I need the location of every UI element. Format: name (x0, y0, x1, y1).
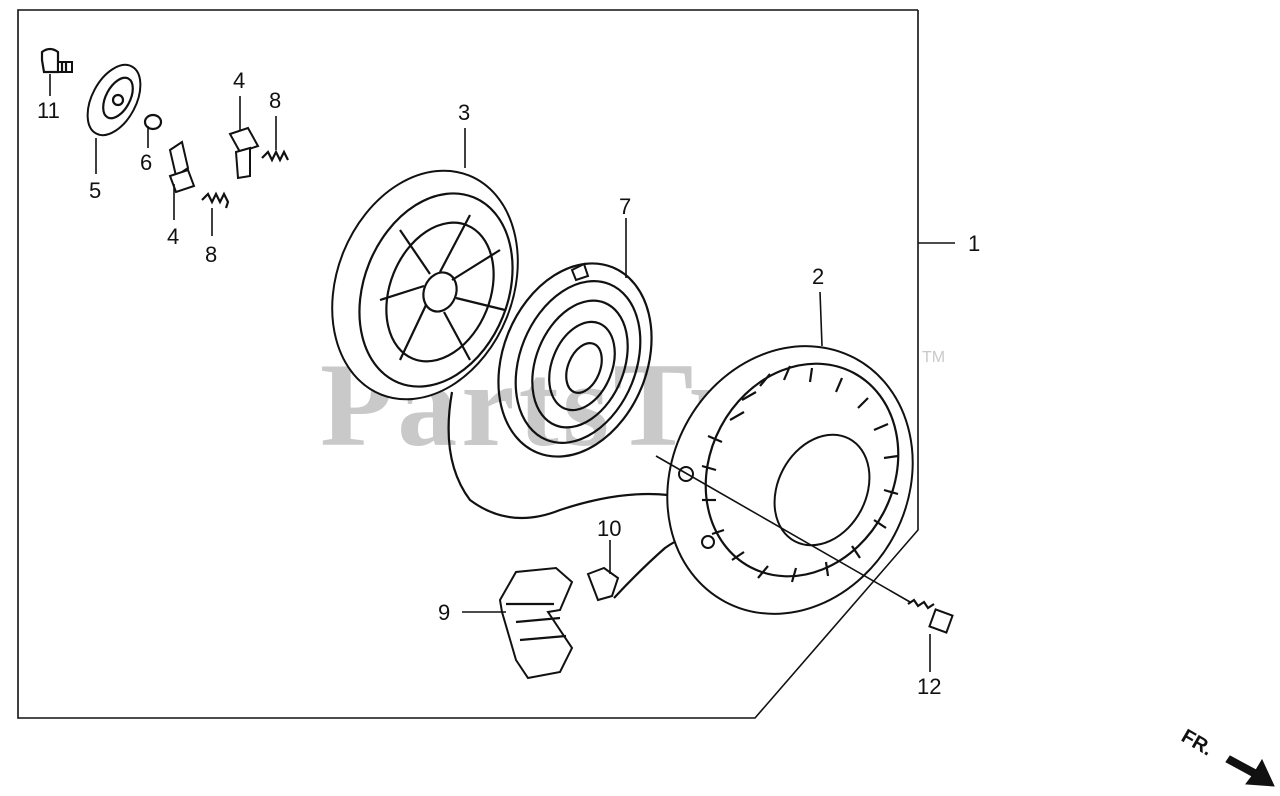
rope-knot-part (586, 566, 620, 602)
callout-7: 7 (619, 194, 631, 219)
recoil-spring-part (497, 262, 653, 458)
front-direction-label: FR. (1178, 725, 1217, 760)
starter-rope (447, 391, 669, 520)
callout-8-lower: 8 (205, 242, 217, 267)
ratchet-part-upper (228, 126, 260, 180)
callout-12: 12 (917, 674, 941, 699)
ratchet-part-lower (168, 140, 196, 194)
watermark-trademark: TM (922, 349, 945, 366)
flange-bolt-part (907, 598, 954, 634)
front-direction-indicator: FR. (1178, 725, 1275, 787)
setting-bolt-part (40, 47, 73, 74)
ratchet-spring-part-upper (261, 149, 289, 163)
callout-8-upper: 8 (269, 88, 281, 113)
callout-labels: 1 2 3 4 4 5 6 7 8 8 9 10 11 12 (37, 68, 980, 699)
callout-9: 9 (438, 600, 450, 625)
callout-4-lower: 4 (167, 224, 179, 249)
ratchet-spring-part-lower (201, 191, 230, 209)
starter-case-part (666, 345, 914, 615)
leader-lines (49, 74, 931, 672)
starter-grip-part (498, 566, 574, 680)
callout-2: 2 (812, 264, 824, 289)
callout-3: 3 (458, 100, 470, 125)
assembly-frame (17, 9, 919, 719)
callout-6: 6 (140, 150, 152, 175)
callout-11: 11 (37, 98, 60, 123)
callout-1: 1 (968, 231, 980, 256)
callout-4-upper: 4 (233, 68, 245, 93)
callout-5: 5 (89, 178, 101, 203)
starter-reel-part (331, 169, 519, 401)
callout-10: 10 (597, 516, 621, 541)
ratchet-guide-part (86, 63, 142, 137)
arrow-right-icon (1225, 755, 1275, 787)
ring-part (143, 113, 163, 131)
